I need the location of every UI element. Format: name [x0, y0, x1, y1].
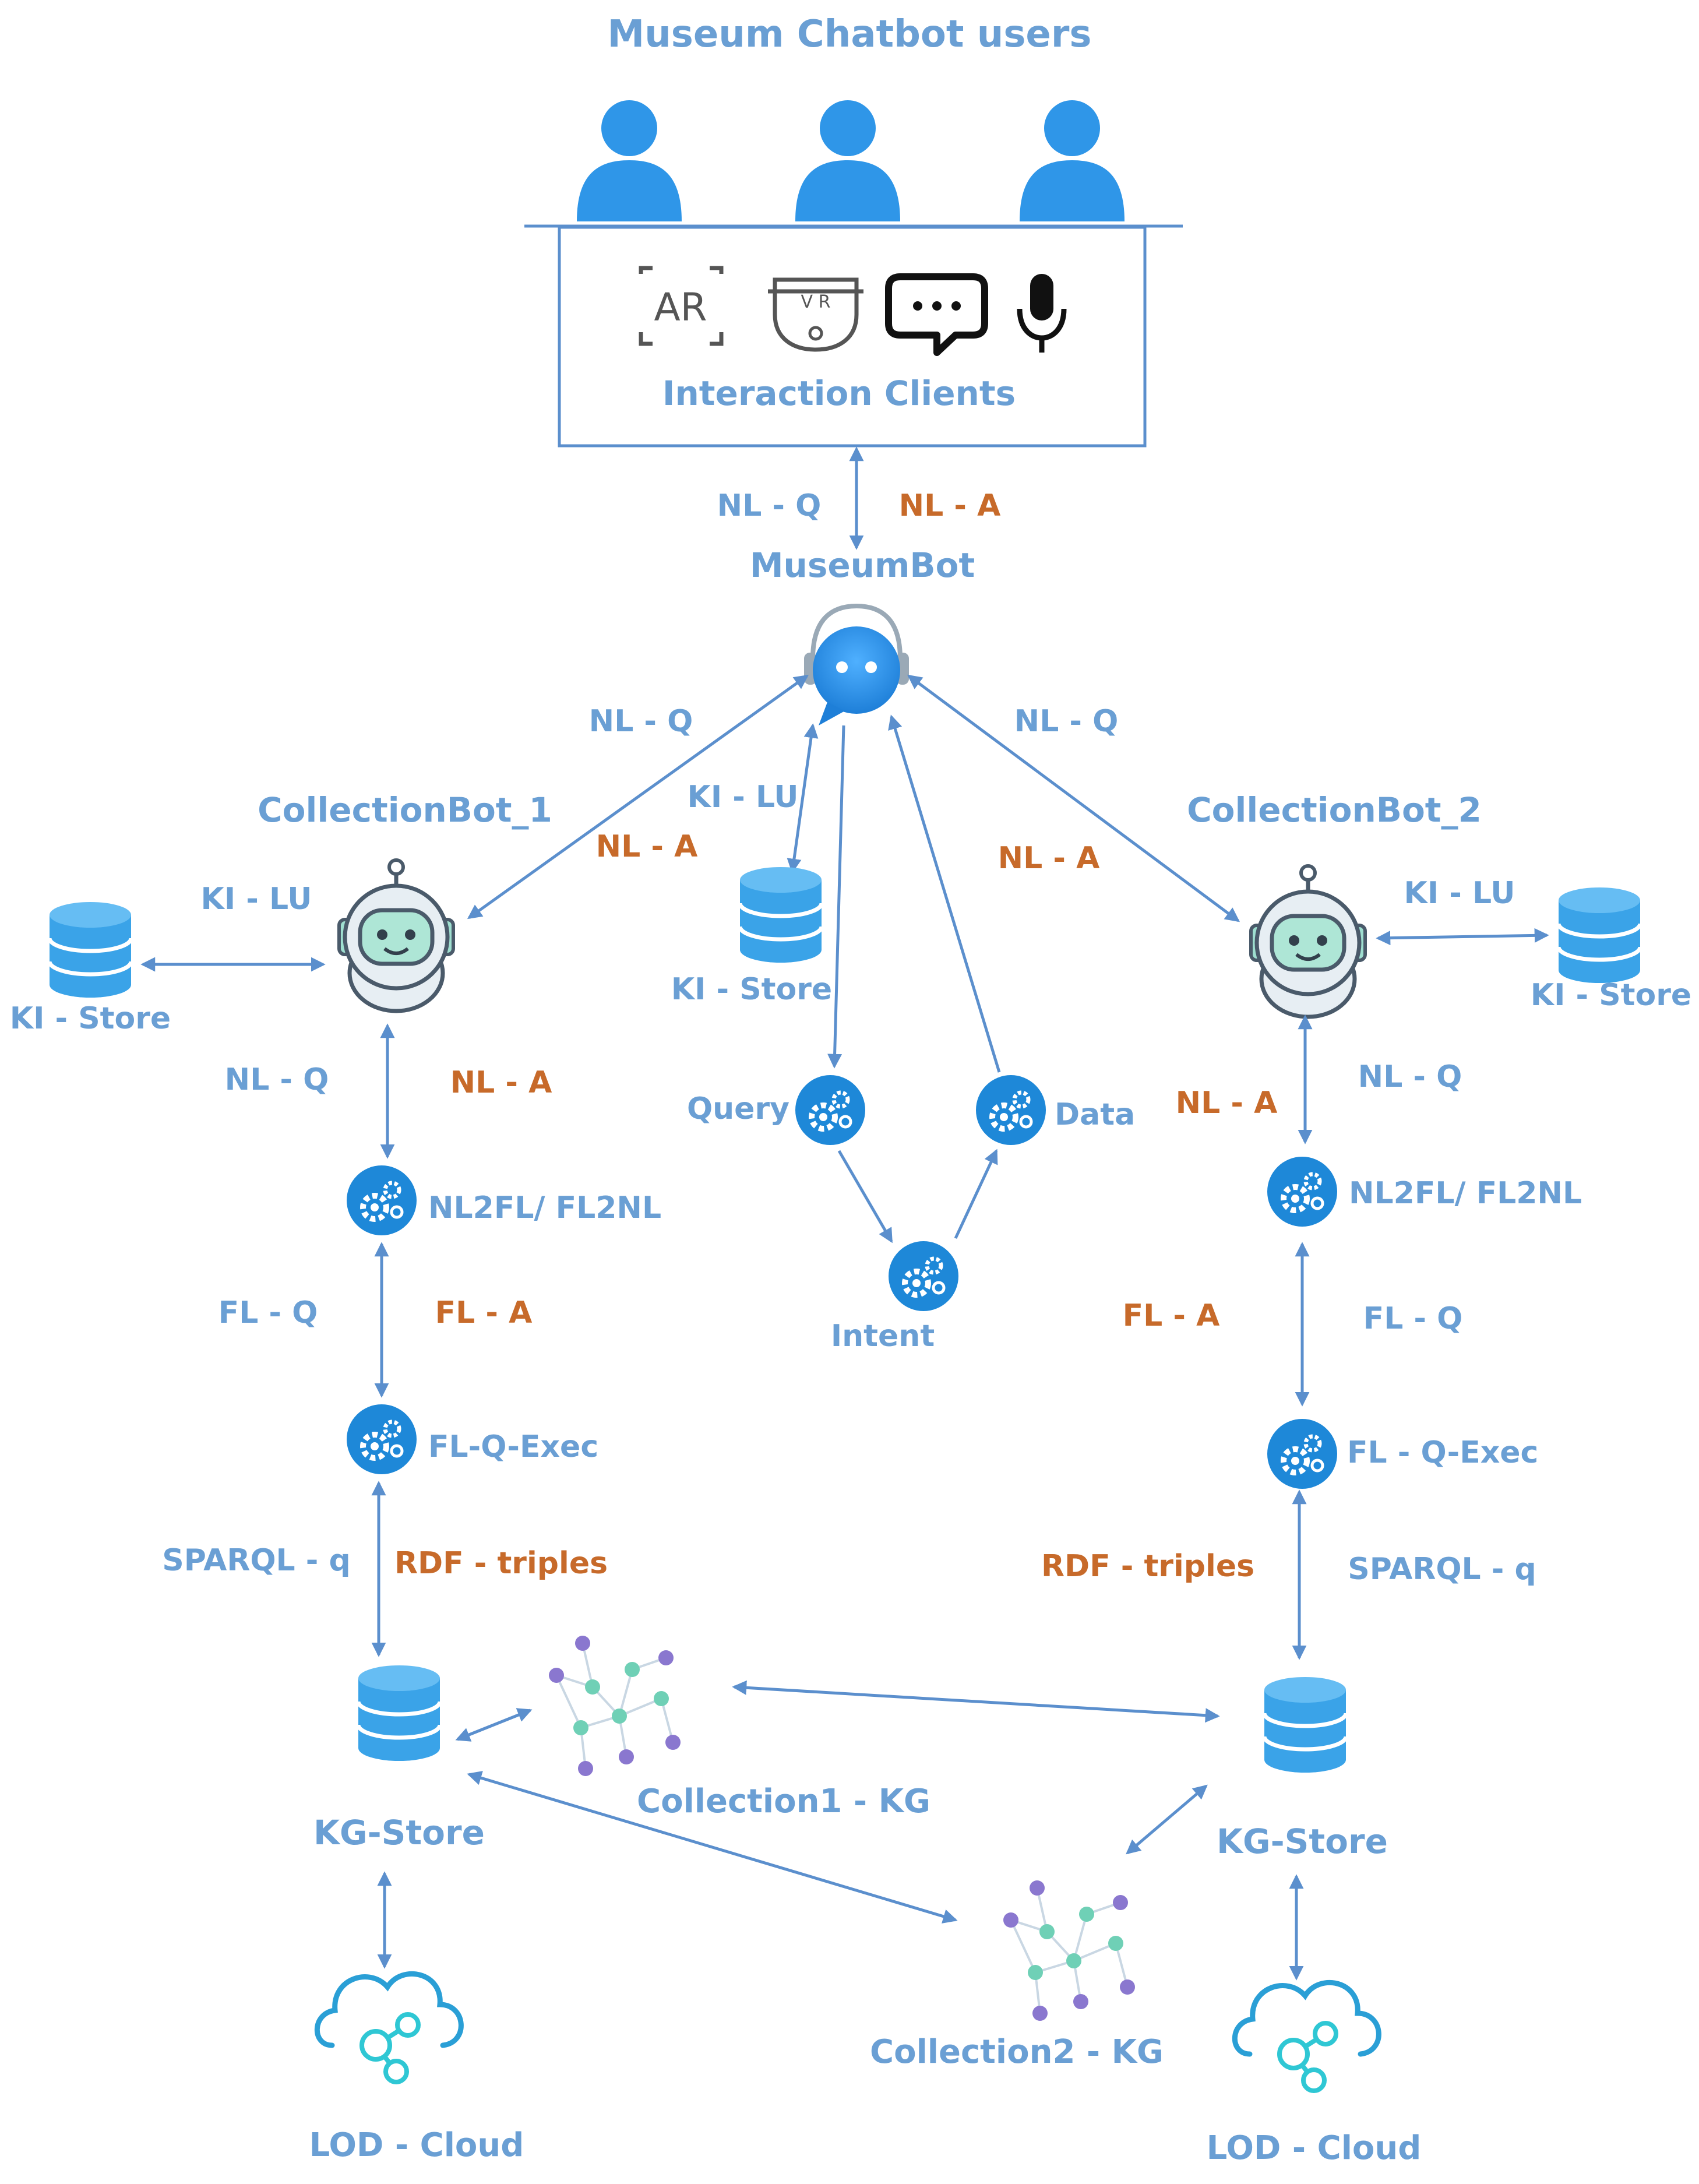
- user-icon: [1020, 100, 1125, 221]
- collection2-kg-icon: [1002, 1879, 1136, 2022]
- left-kgstore-collection2-arrow: [467, 1771, 958, 1924]
- right-lod-label: LOD - Cloud: [1207, 2129, 1422, 2167]
- right-exec-label: FL - Q-Exec: [1347, 1435, 1538, 1470]
- query-intent-arrow: [837, 1150, 893, 1244]
- right-exec-gear-icon: [1267, 1419, 1337, 1489]
- left-sparql-label: SPARQL - q: [162, 1543, 350, 1578]
- data-museumbot-arrow: [888, 714, 1001, 1073]
- right-nl-a-label: NL - A: [1176, 1086, 1278, 1121]
- left-top-nl-a-label: NL - A: [596, 829, 698, 864]
- user-icon: [795, 100, 900, 221]
- right-sparql-label: SPARQL - q: [1348, 1552, 1536, 1587]
- vr-headset-icon: V R: [768, 277, 863, 352]
- left-kgstore-collection1-arrow: [455, 1708, 533, 1742]
- user-group: [577, 100, 1125, 221]
- collection1-kg-icon: [548, 1635, 682, 1777]
- collection2-kg-label: Collection2 - KG: [870, 2033, 1164, 2071]
- right-kl-lu-arrow: [1376, 928, 1549, 946]
- interaction-clients-label: Interaction Clients: [662, 374, 1016, 413]
- museumbot-label: MuseumBot: [750, 545, 975, 585]
- left-lod-label: LOD - Cloud: [309, 2126, 524, 2164]
- left-fl-q-label: FL - Q: [218, 1295, 318, 1330]
- center-kl-lu-label: KI - LU: [688, 780, 799, 815]
- left-rdf-label: RDF - triples: [394, 1546, 608, 1581]
- collection1-right-kgstore-arrow: [732, 1680, 1220, 1723]
- right-rdf-label: RDF - triples: [1041, 1549, 1254, 1584]
- ar-icon-text: AR: [654, 285, 707, 330]
- data-label: Data: [1055, 1097, 1135, 1132]
- diagram-title: Museum Chatbot users: [608, 13, 1092, 56]
- collectionbot2-label: CollectionBot_2: [1187, 790, 1482, 830]
- right-nl2fl-label: NL2FL/ FL2NL: [1349, 1176, 1582, 1211]
- museumbot-collectionbot1-arrow: [467, 674, 809, 920]
- center-kl-store-label: KI - Store: [671, 972, 832, 1007]
- left-kl-store-label: KI - Store: [10, 1001, 171, 1036]
- center-kl-store-icon: [740, 867, 822, 963]
- top-nl-a-label: NL - A: [899, 488, 1001, 523]
- right-nl-q-label: NL - Q: [1358, 1059, 1462, 1094]
- query-gear-icon: [795, 1075, 865, 1145]
- right-lod-cloud-icon: [1235, 1982, 1379, 2091]
- left-nl2fl-gear-icon: [347, 1165, 417, 1235]
- ar-icon: AR: [639, 266, 724, 346]
- left-nl-a-label: NL - A: [450, 1065, 552, 1100]
- left-kg-store-icon: [358, 1665, 440, 1761]
- collection1-kg-label: Collection1 - KG: [637, 1783, 930, 1820]
- right-top-nl-q-label: NL - Q: [1014, 704, 1119, 739]
- intent-data-arrow: [954, 1149, 998, 1239]
- right-fl-a-label: FL - A: [1123, 1298, 1220, 1333]
- museumbot-collectionbot2-arrow: [907, 674, 1240, 922]
- right-kl-store-icon: [1559, 887, 1640, 983]
- left-kl-store-icon: [50, 902, 131, 998]
- left-nl2fl-label: NL2FL/ FL2NL: [428, 1190, 661, 1225]
- right-kl-lu-label: KI - LU: [1404, 876, 1515, 911]
- left-top-nl-q-label: NL - Q: [589, 704, 693, 739]
- right-fl-q-label: FL - Q: [1363, 1301, 1463, 1336]
- collection2-right-kgstore-arrow: [1126, 1784, 1208, 1855]
- collectionbot1-icon: [339, 860, 453, 1011]
- right-kg-store-icon: [1264, 1677, 1346, 1773]
- collectionbot2-icon: [1251, 866, 1365, 1017]
- left-exec-label: FL-Q-Exec: [428, 1429, 598, 1464]
- left-kl-lu-label: KI - LU: [201, 882, 312, 917]
- intent-gear-icon: [889, 1241, 958, 1311]
- chat-bubble-icon: [885, 273, 988, 356]
- vr-icon-text: V R: [801, 292, 831, 312]
- user-icon: [577, 100, 682, 221]
- left-kg-store-label: KG-Store: [313, 1813, 485, 1852]
- microphone-icon: [1017, 274, 1067, 353]
- left-nl-q-label: NL - Q: [225, 1062, 329, 1097]
- query-label: Query: [687, 1091, 789, 1126]
- right-kl-store-label: KI - Store: [1531, 978, 1691, 1013]
- collectionbot1-label: CollectionBot_1: [258, 790, 552, 830]
- museumbot-kl-store-arrow: [787, 723, 819, 873]
- left-lod-cloud-icon: [317, 1974, 461, 2082]
- right-kg-store-label: KG-Store: [1217, 1822, 1388, 1861]
- museumbot-icon: [804, 603, 909, 725]
- right-top-nl-a-label: NL - A: [998, 841, 1100, 876]
- intent-label: Intent: [831, 1319, 935, 1354]
- left-exec-gear-icon: [347, 1404, 417, 1474]
- right-nl2fl-gear-icon: [1267, 1157, 1337, 1227]
- left-fl-a-label: FL - A: [435, 1295, 533, 1330]
- museumbot-query-arrow: [827, 725, 845, 1069]
- data-gear-icon: [976, 1075, 1046, 1145]
- interaction-clients-box: [558, 226, 1147, 448]
- top-nl-q-label: NL - Q: [717, 488, 822, 523]
